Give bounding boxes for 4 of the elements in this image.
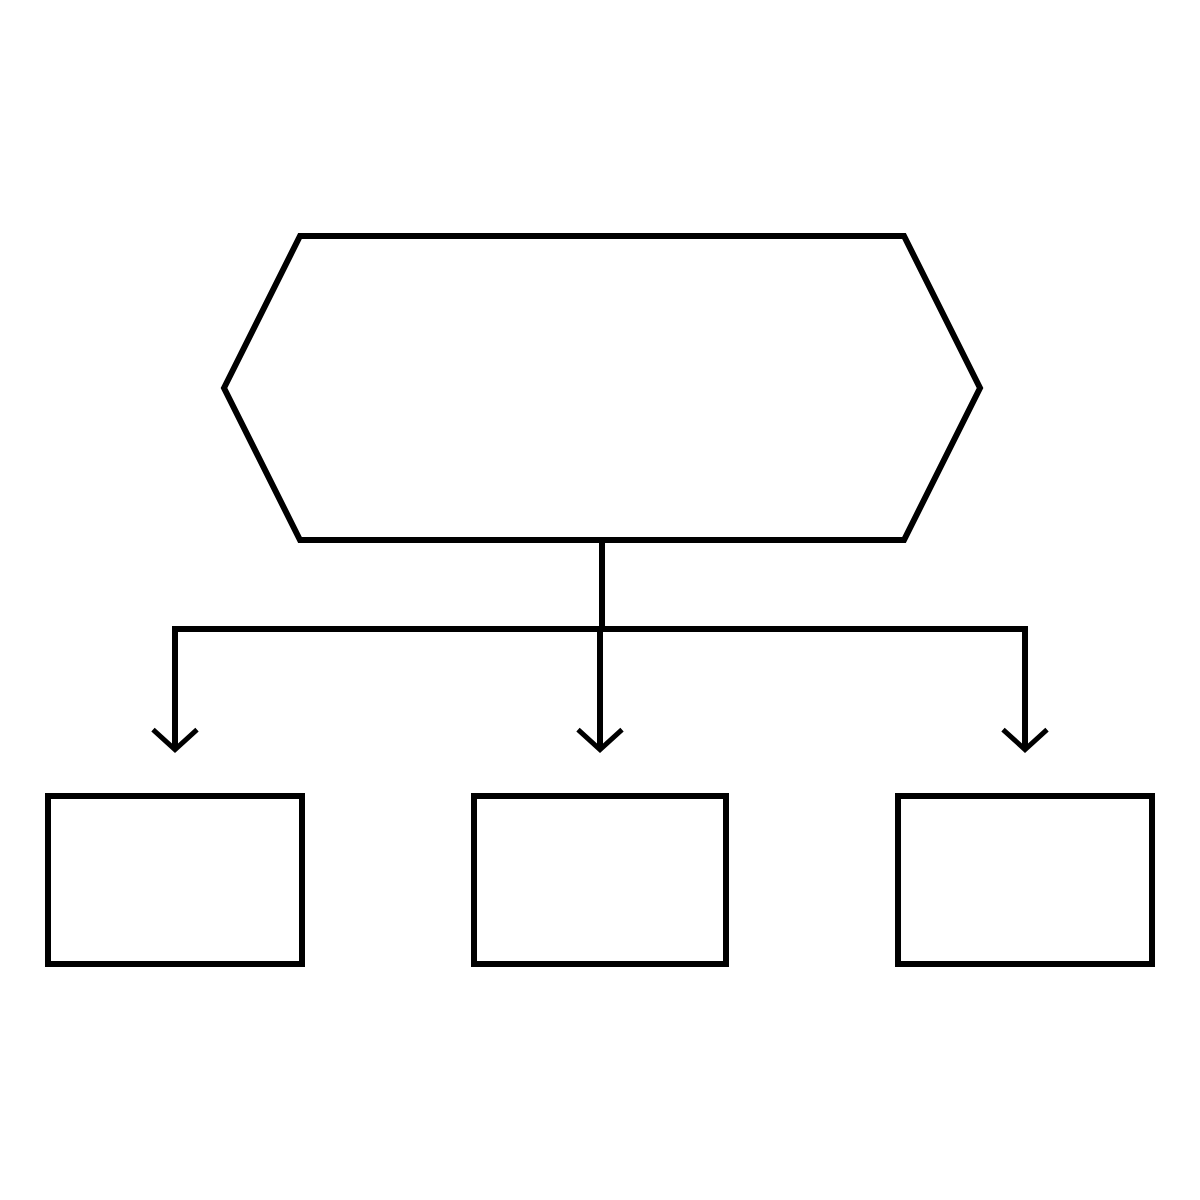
rectangle-box [895, 793, 1155, 967]
rectangle-box [45, 793, 305, 967]
arrow [599, 543, 1049, 753]
rectangle-box [471, 793, 729, 967]
